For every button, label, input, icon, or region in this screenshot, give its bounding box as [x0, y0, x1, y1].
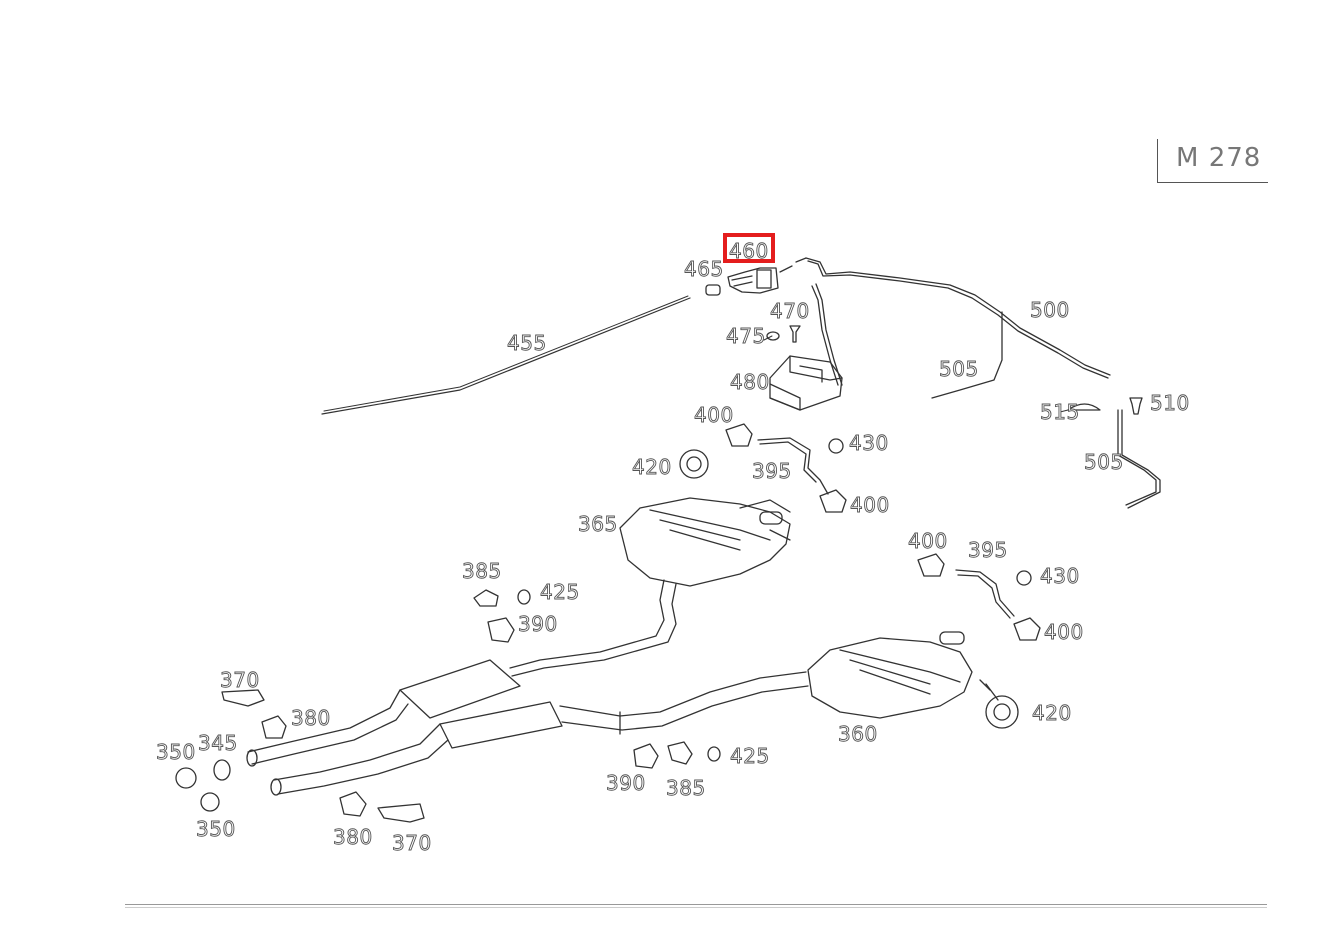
upper-hanger-group: [679, 423, 847, 513]
callout-395a: 395: [752, 459, 792, 483]
callout-350a: 350: [156, 740, 196, 764]
callout-390b: 390: [606, 771, 646, 795]
clamp-group: [175, 759, 231, 812]
exhaust-pipe-system: [246, 579, 809, 796]
left-mount-group: [473, 589, 531, 643]
callout-360: 360: [838, 722, 878, 746]
callout-430a: 430: [849, 431, 889, 455]
part-505-lower: [1121, 409, 1161, 509]
callout-400c: 400: [908, 529, 948, 553]
callout-390a: 390: [518, 612, 558, 636]
lower-mount-group: [633, 741, 721, 769]
callout-420b: 420: [1032, 701, 1072, 725]
callout-420a: 420: [632, 455, 672, 479]
part-500-line: [805, 257, 1111, 376]
right-hanger-group: [917, 553, 1041, 641]
part-515-grommet: [1067, 403, 1101, 411]
callout-515: 515: [1040, 400, 1080, 424]
callout-380b: 380: [333, 825, 373, 849]
part-420-right: [985, 683, 1019, 729]
part-365-muffler: [619, 497, 791, 587]
callout-455: 455: [507, 331, 547, 355]
part-460-valve[interactable]: [705, 257, 807, 296]
callout-350b: 350: [196, 817, 236, 841]
callout-345: 345: [198, 731, 238, 755]
callout-400b: 400: [850, 493, 890, 517]
part-360-muffler: [807, 631, 991, 719]
callout-510: 510: [1150, 391, 1190, 415]
callout-385b: 385: [666, 776, 706, 800]
callout-395b: 395: [968, 538, 1008, 562]
callout-505a: 505: [939, 357, 979, 381]
callout-470: 470: [770, 299, 810, 323]
callout-365: 365: [578, 512, 618, 536]
callout-400a: 400: [694, 403, 734, 427]
part-505-upper: [931, 311, 1003, 399]
bottom-rule: [125, 904, 1267, 908]
part-475-clip: [766, 325, 801, 343]
callout-465: 465: [684, 257, 724, 281]
callout-480: 480: [730, 370, 770, 394]
part-510-clip: [1129, 397, 1143, 415]
callout-425a: 425: [540, 580, 580, 604]
callout-370a: 370: [220, 668, 260, 692]
callout-370b: 370: [392, 831, 432, 855]
front-left-bracket-group: [221, 689, 287, 739]
callout-380a: 380: [291, 706, 331, 730]
callout-500: 500: [1030, 298, 1070, 322]
part-480-reservoir: [769, 355, 843, 411]
callout-430b: 430: [1040, 564, 1080, 588]
highlight-box-460[interactable]: [723, 233, 775, 263]
callout-475: 475: [726, 324, 766, 348]
callout-400d: 400: [1044, 620, 1084, 644]
model-code-box: M 278: [1157, 139, 1268, 183]
lower-bracket-group: [339, 791, 425, 823]
part-470-hose: [811, 285, 839, 386]
model-code: M 278: [1176, 143, 1262, 173]
callout-505b: 505: [1084, 450, 1124, 474]
part-455-rod: [321, 297, 691, 415]
callout-425b: 425: [730, 744, 770, 768]
callout-385a: 385: [462, 559, 502, 583]
